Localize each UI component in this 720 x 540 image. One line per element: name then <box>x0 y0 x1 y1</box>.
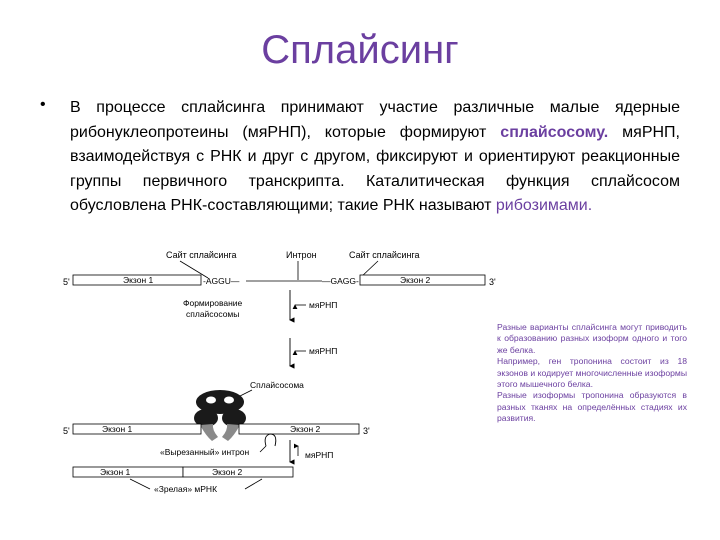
intron-label: Интрон <box>286 250 317 260</box>
exon1-box-top <box>72 274 202 286</box>
bullet-paragraph: В процессе сплайсинга принимают участие … <box>70 96 680 219</box>
three-prime-label-top: 3' <box>489 277 496 287</box>
mature-mrna-label: «Зрелая» мРНК <box>154 484 217 494</box>
bullet-marker: • <box>40 96 46 113</box>
exon2-label-mid: Экзон 2 <box>290 424 321 434</box>
slide-title: Сплайсинг <box>261 28 459 72</box>
exon1-label-top: Экзон 1 <box>123 275 154 285</box>
five-prime-label-mid: 5' <box>63 426 70 436</box>
note-line-3: Разные изоформы тропонина образуются в р… <box>497 390 687 424</box>
mature-mrna-pointer-right <box>244 478 263 490</box>
isoform-note: Разные варианты сплайсинга могут приводи… <box>497 322 687 425</box>
snrnp-label-2: мяРНП <box>309 346 337 356</box>
note-line-1: Разные варианты сплайсинга могут приводи… <box>497 322 687 355</box>
exon1-box-mid <box>72 423 202 435</box>
exon2-label-bottom: Экзон 2 <box>212 467 243 477</box>
excised-intron-label: «Вырезанный» интрон <box>160 447 250 457</box>
excised-intron-lariat <box>264 433 277 447</box>
seq-right: —GAGG- <box>322 276 359 286</box>
bullet-item: • В процессе сплайсинга принимают участи… <box>40 96 680 219</box>
spliceosome-label: Сплайсосома <box>250 380 304 390</box>
splice-site-left-label: Сайт сплайсинга <box>166 250 237 260</box>
three-prime-label-mid: 3' <box>363 426 370 436</box>
term-spliceosome: сплайсосому. <box>500 123 609 141</box>
exon1-label-mid: Экзон 1 <box>102 424 133 434</box>
formation-label-line1: Формирование <box>183 298 243 308</box>
exon2-label-top: Экзон 2 <box>400 275 431 285</box>
exon2-box-bottom <box>182 466 294 478</box>
formation-label-line2: сплайсосомы <box>186 309 239 319</box>
term-ribozymes: рибозимами. <box>495 197 593 214</box>
bullet-text-part1: В процессе сплайсинга принимают участие … <box>70 99 680 141</box>
exon1-label-bottom: Экзон 1 <box>100 467 131 477</box>
mature-mrna-pointer-left <box>129 478 151 490</box>
note-line-2: Например, ген тропонина состоит из 18 эк… <box>497 356 687 390</box>
exon2-box-top <box>359 274 486 286</box>
splice-site-right-label: Сайт сплайсинга <box>349 250 420 260</box>
five-prime-label-top: 5' <box>63 277 70 287</box>
snrnp-label-1: мяРНП <box>309 300 337 310</box>
spliceosome-complex <box>194 390 246 441</box>
seq-left: -AGGU— <box>203 276 240 286</box>
snrnp-label-3: мяРНП <box>305 450 333 460</box>
bullet-text-part2: мяРНП, взаимодействуя с РНК и друг с дру… <box>70 123 680 215</box>
exon2-box-mid <box>238 423 360 435</box>
excised-intron-pointer <box>259 445 267 453</box>
splice-site-left-pointer <box>179 260 209 279</box>
